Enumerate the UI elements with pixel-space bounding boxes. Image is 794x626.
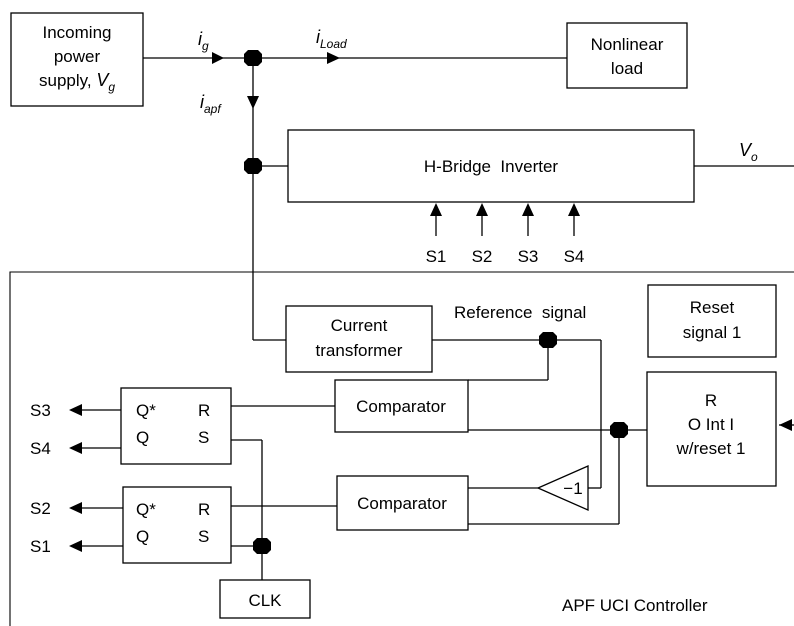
flipflop-bottom-block: Q* Q R S xyxy=(122,486,232,564)
s4-input-arrow xyxy=(568,203,580,216)
ig-label: ig xyxy=(198,29,209,53)
current-transformer-block: Current transformer xyxy=(285,305,433,373)
comparator-bottom-block: Comparator xyxy=(336,475,469,531)
iload-arrow xyxy=(327,52,340,64)
ig-arrow xyxy=(212,52,224,64)
clk-label: CLK xyxy=(248,591,282,610)
reset-line-1: Reset xyxy=(690,298,735,317)
controller-label: APF UCI Controller xyxy=(562,596,708,615)
switch-input-s4: S4 xyxy=(564,247,585,266)
ff-top-s: S xyxy=(198,428,209,447)
output-s2: S2 xyxy=(30,499,51,518)
hbridge-inverter-block: H-Bridge Inverter xyxy=(287,129,695,203)
s1-input-arrow xyxy=(430,203,442,216)
ff-top-r: R xyxy=(198,401,210,420)
integrator-line-2: O Int I xyxy=(688,415,734,434)
incoming-power-block: Incoming power supply, Vg xyxy=(10,12,144,107)
reset-signal-block: Reset signal 1 xyxy=(647,284,777,358)
output-s1: S1 xyxy=(30,537,51,556)
integrator-line-1: R xyxy=(705,391,717,410)
controller-frame xyxy=(9,271,794,626)
ff-bottom-q: Q xyxy=(136,527,149,546)
switch-input-s1: S1 xyxy=(426,247,447,266)
s1-output-arrow xyxy=(69,540,82,552)
output-s4: S4 xyxy=(30,439,51,458)
s4-output-arrow xyxy=(69,442,82,454)
load-line-1: Nonlinear xyxy=(591,35,664,54)
reset-line-2: signal 1 xyxy=(683,323,742,342)
ff-bottom-r: R xyxy=(198,500,210,519)
flipflop-top-block: Q* Q R S xyxy=(120,387,232,465)
iapf-arrow xyxy=(247,96,259,109)
incoming-line-3: supply, Vg xyxy=(39,70,115,94)
ct-line-1: Current xyxy=(331,316,388,335)
comparator-bottom-label: Comparator xyxy=(357,494,447,513)
iapf-label: iapf xyxy=(200,92,222,116)
s3-input-arrow xyxy=(522,203,534,216)
integrator-line-3: w/reset 1 xyxy=(676,439,746,458)
junction-nodes xyxy=(244,50,628,554)
ct-line-2: transformer xyxy=(316,341,403,360)
ff-bottom-qstar: Q* xyxy=(136,500,156,519)
load-line-2: load xyxy=(611,59,643,78)
clk-block: CLK xyxy=(219,579,311,619)
switch-stems xyxy=(435,208,575,236)
vo-label: Vo xyxy=(739,140,758,164)
hbridge-label: H-Bridge Inverter xyxy=(424,157,558,176)
nonlinear-load-block: Nonlinear load xyxy=(566,22,688,89)
integrator-block: R O Int I w/reset 1 xyxy=(646,371,777,487)
ff-top-qstar: Q* xyxy=(136,401,156,420)
ff-bottom-s: S xyxy=(198,527,209,546)
comparator-top-label: Comparator xyxy=(356,397,446,416)
comparator-top-block: Comparator xyxy=(334,379,469,433)
s3-output-arrow xyxy=(69,404,82,416)
incoming-line-1: Incoming xyxy=(43,23,112,42)
gain-block: −1 xyxy=(536,465,589,511)
switch-input-s2: S2 xyxy=(472,247,493,266)
iload-label: iLoad xyxy=(316,27,347,51)
output-s3: S3 xyxy=(30,401,51,420)
switch-input-s3: S3 xyxy=(518,247,539,266)
incoming-line-2: power xyxy=(54,47,101,66)
s2-input-arrow xyxy=(476,203,488,216)
integrator-input-arrow xyxy=(779,419,792,431)
gain-label: −1 xyxy=(563,479,582,498)
ff-top-q: Q xyxy=(136,428,149,447)
s2-output-arrow xyxy=(69,502,82,514)
reference-signal-label: Reference signal xyxy=(454,303,586,322)
